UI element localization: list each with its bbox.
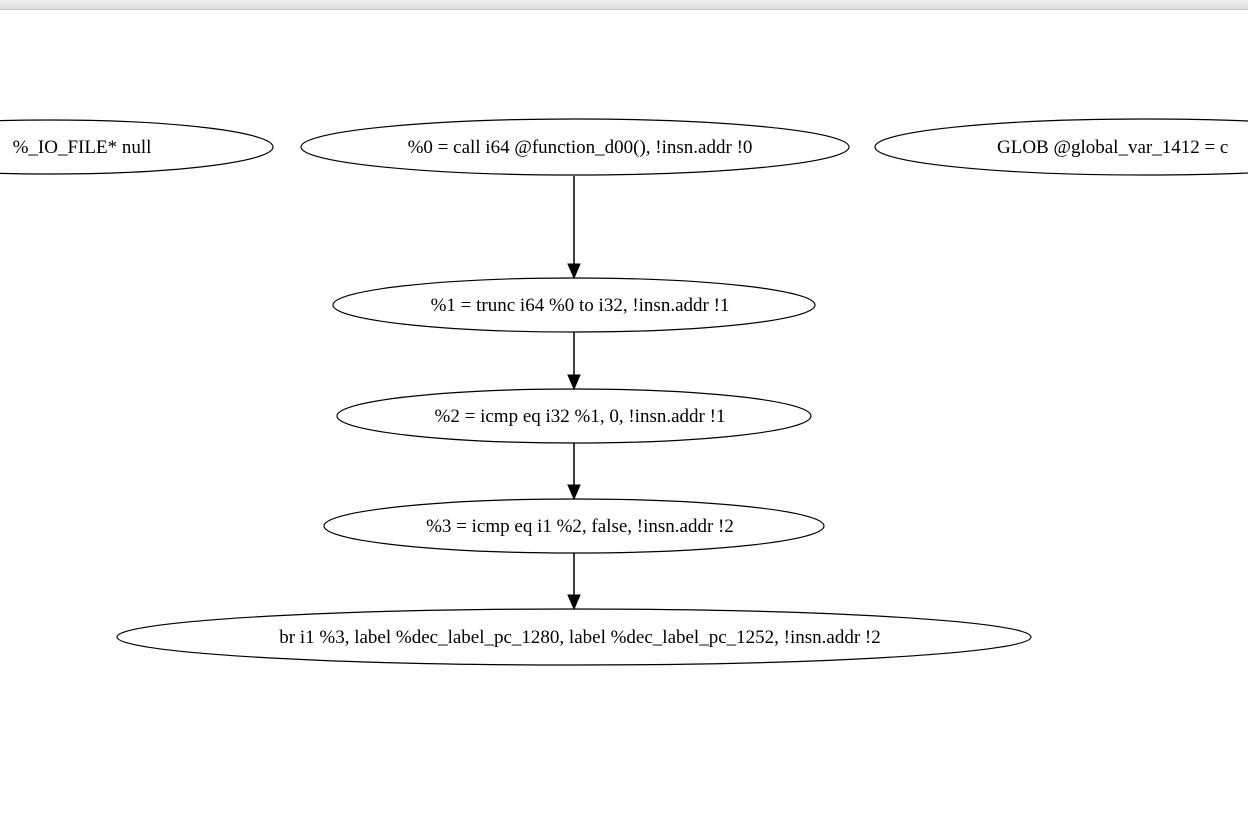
edge-n3-n4 (567, 553, 581, 611)
edge-n1-n2 (567, 332, 581, 391)
edge-n2-n3 (567, 443, 581, 501)
window-titlebar (0, 0, 1248, 10)
node-label: GLOB @global_var_1412 = c (997, 137, 1228, 158)
node-label: br i1 %3, label %dec_label_pc_1280, labe… (279, 627, 880, 648)
node-label: %3 = icmp eq i1 %2, false, !insn.addr !2 (426, 516, 734, 537)
graph-node[interactable]: %_IO_FILE* null (0, 119, 274, 175)
graph-canvas: %_IO_FILE* null %0 = call i64 @function_… (0, 10, 1248, 816)
node-label: %0 = call i64 @function_d00(), !insn.add… (408, 137, 753, 158)
graph-node[interactable]: %3 = icmp eq i1 %2, false, !insn.addr !2 (323, 498, 825, 554)
node-label: %_IO_FILE* null (13, 137, 152, 158)
node-label: %1 = trunc i64 %0 to i32, !insn.addr !1 (431, 295, 730, 316)
graph-node[interactable]: br i1 %3, label %dec_label_pc_1280, labe… (116, 608, 1032, 666)
graph-diagram: %_IO_FILE* null %0 = call i64 @function_… (0, 118, 1248, 666)
node-label: %2 = icmp eq i32 %1, 0, !insn.addr !1 (435, 406, 726, 427)
graph-node[interactable]: %0 = call i64 @function_d00(), !insn.add… (300, 118, 850, 176)
graph-node[interactable]: GLOB @global_var_1412 = c (874, 118, 1248, 176)
graph-node[interactable]: %1 = trunc i64 %0 to i32, !insn.addr !1 (332, 277, 816, 333)
edge-n0-n1 (567, 176, 581, 280)
graph-node[interactable]: %2 = icmp eq i32 %1, 0, !insn.addr !1 (336, 388, 812, 444)
